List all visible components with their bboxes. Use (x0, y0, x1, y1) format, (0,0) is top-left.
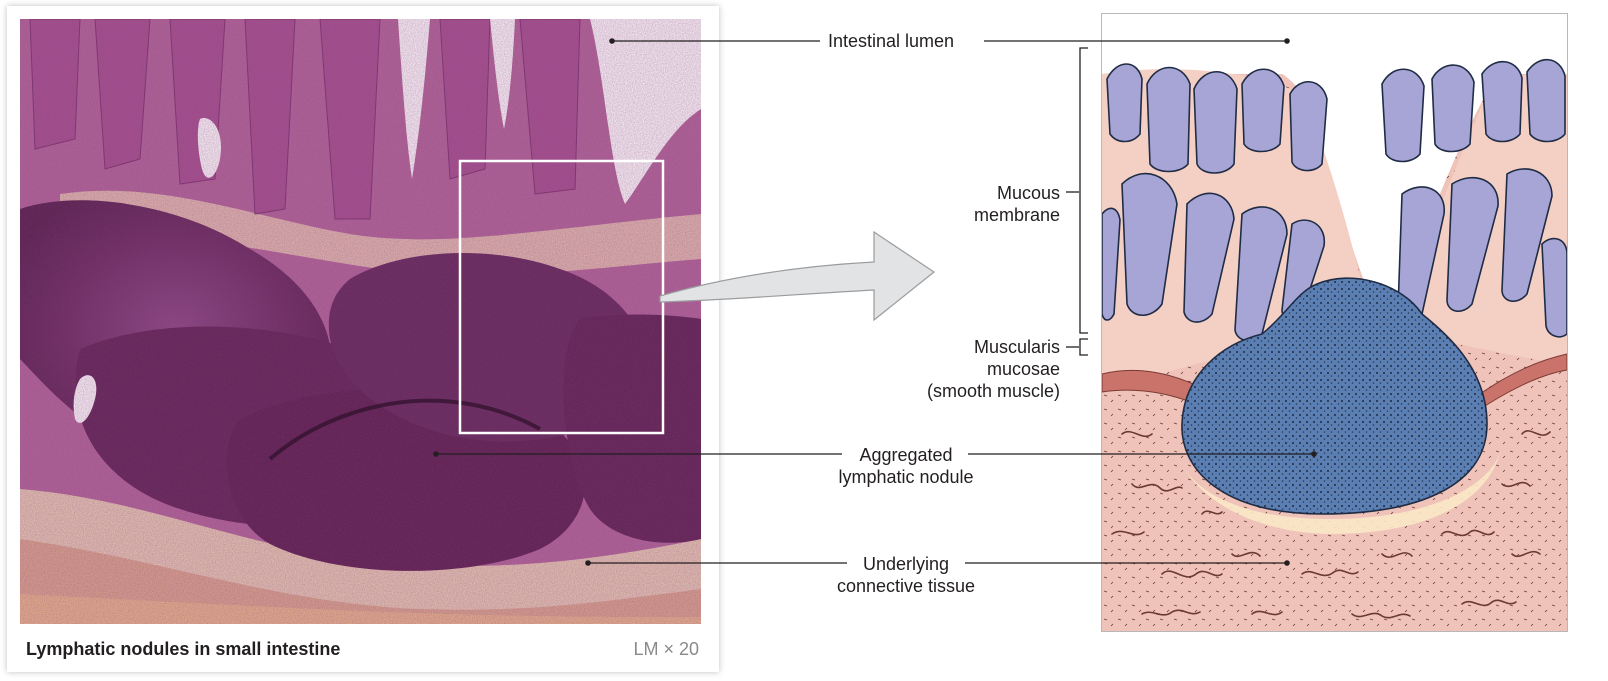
label-intestinal-lumen: Intestinal lumen (828, 30, 954, 52)
label-aggregated-nodule: Aggregated lymphatic nodule (815, 444, 997, 488)
label-muscularis-line1: Muscularis (880, 336, 1060, 358)
label-muscularis-line2: mucosae (880, 358, 1060, 380)
label-mucous-membrane-line2: membrane (940, 204, 1060, 226)
drawing-svg (1102, 14, 1567, 631)
label-connective-line2: connective tissue (815, 575, 997, 597)
label-muscularis-line3: (smooth muscle) (880, 380, 1060, 402)
zoom-arrow-shape (660, 232, 934, 320)
label-mucous-membrane-line1: Mucous (940, 182, 1060, 204)
label-muscularis-mucosae: Muscularis mucosae (smooth muscle) (880, 336, 1060, 402)
label-connective-tissue: Underlying connective tissue (815, 553, 997, 597)
label-aggregated-line1: Aggregated (815, 444, 997, 466)
label-connective-line1: Underlying (815, 553, 997, 575)
label-aggregated-line2: lymphatic nodule (815, 466, 997, 488)
label-mucous-membrane: Mucous membrane (940, 182, 1060, 226)
drawing-panel (1101, 13, 1568, 632)
